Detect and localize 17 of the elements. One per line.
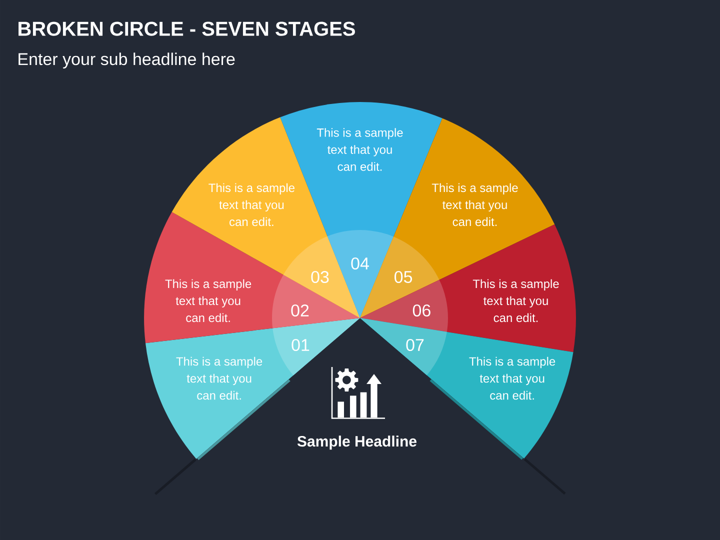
segment-text: This is a sample text that you can edit. (208, 183, 294, 226)
segment-text: This is a sample text that you can edit. (176, 356, 262, 400)
subtitle: Enter your sub headline here (18, 52, 235, 69)
segment-text: This is a sample text that you can edit. (469, 356, 556, 400)
stage-number: 07 (406, 338, 424, 351)
segment-text: This is a sample text that you can edit. (316, 128, 403, 171)
stage-number: 04 (351, 257, 369, 270)
stage-number: 06 (412, 304, 430, 316)
title: BROKEN CIRCLE - SEVEN STAGES (18, 22, 355, 36)
stage-number: 05 (394, 270, 412, 283)
stage-number: 03 (311, 270, 329, 283)
segment-text: This is a sample text that you can edit. (472, 279, 559, 322)
segment-text: This is a sample text that you can edit. (165, 279, 252, 322)
stage-number: 02 (291, 304, 309, 316)
headline: Sample Headline (297, 436, 416, 450)
stage-number: 01 (292, 338, 310, 351)
segment-text: This is a sample text that you can edit. (432, 183, 518, 226)
